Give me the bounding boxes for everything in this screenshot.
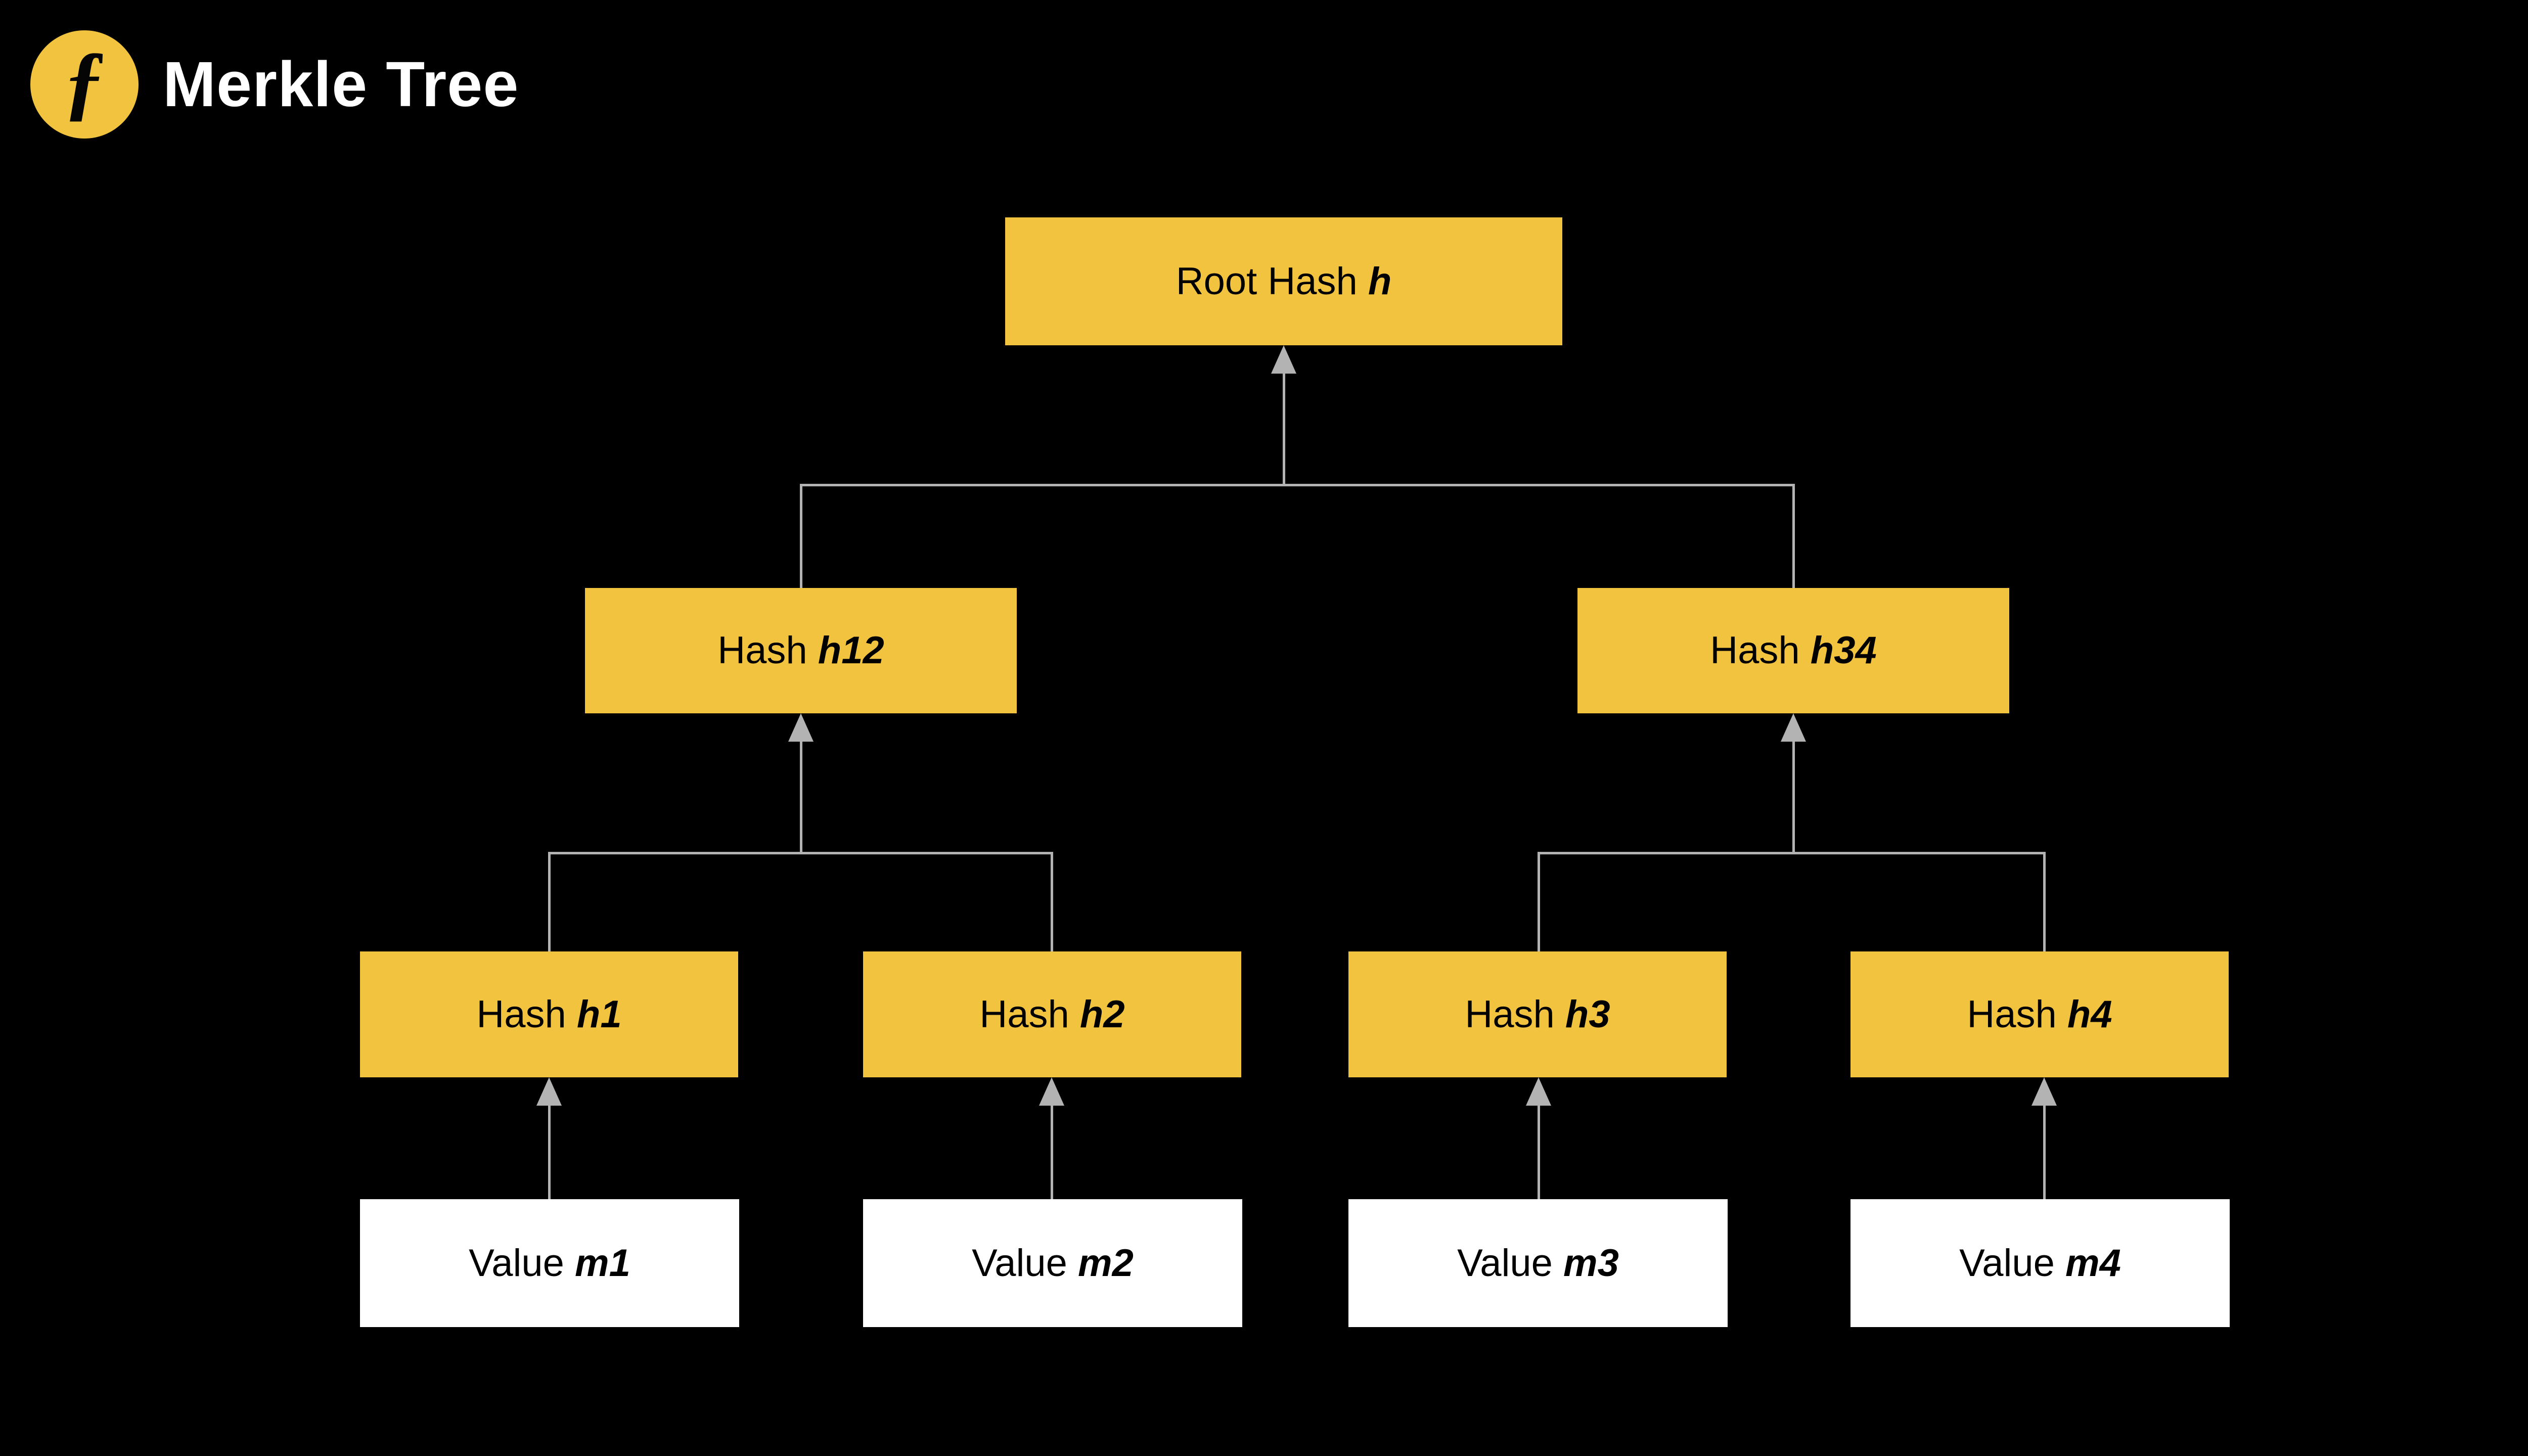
connector-m2-to-h2 <box>1051 1105 1053 1201</box>
connector-drop-h1 <box>548 852 551 951</box>
page-title: Merkle Tree <box>163 49 519 120</box>
connector-bus-level1 <box>801 484 1794 486</box>
node-hash-h12-label: Hash h12 <box>717 629 884 672</box>
connector-drop-h2 <box>1051 852 1053 951</box>
node-value-m3-label: Value m3 <box>1457 1241 1619 1285</box>
arrow-to-h3 <box>1526 1077 1551 1106</box>
arrow-to-h2 <box>1039 1077 1064 1106</box>
arrow-to-h12 <box>788 713 814 742</box>
connector-root-stem <box>1283 372 1285 485</box>
node-hash-h12[interactable]: Hash h12 <box>585 588 1017 713</box>
arrow-to-h1 <box>536 1077 562 1106</box>
node-value-m4-label: Value m4 <box>1959 1241 2121 1285</box>
arrow-to-h4 <box>2032 1077 2057 1106</box>
node-hash-h3-label: Hash h3 <box>1465 992 1610 1036</box>
connector-drop-h4 <box>2043 852 2046 951</box>
node-hash-h1[interactable]: Hash h1 <box>360 951 738 1077</box>
slide-header: ƒ Merkle Tree <box>30 30 519 139</box>
node-value-m2[interactable]: Value m2 <box>863 1199 1242 1327</box>
logo-glyph: ƒ <box>63 34 106 128</box>
node-hash-h34-label: Hash h34 <box>1710 629 1877 672</box>
connector-m3-to-h3 <box>1538 1105 1540 1201</box>
connector-drop-h12 <box>800 484 802 588</box>
node-value-m2-label: Value m2 <box>972 1241 1134 1285</box>
node-root-hash[interactable]: Root Hash h <box>1005 217 1562 345</box>
node-root-hash-label: Root Hash h <box>1176 259 1392 303</box>
node-hash-h1-label: Hash h1 <box>476 992 622 1036</box>
connector-m1-to-h1 <box>548 1105 551 1201</box>
node-value-m4[interactable]: Value m4 <box>1850 1199 2230 1327</box>
node-value-m3[interactable]: Value m3 <box>1348 1199 1728 1327</box>
node-hash-h34[interactable]: Hash h34 <box>1577 588 2009 713</box>
connector-drop-h34 <box>1792 484 1795 588</box>
connector-bus-h34 <box>1538 852 2045 854</box>
node-value-m1-label: Value m1 <box>469 1241 630 1285</box>
node-value-m1[interactable]: Value m1 <box>360 1199 739 1327</box>
connector-drop-h3 <box>1538 852 1540 951</box>
connector-h34-stem <box>1792 740 1795 853</box>
filecoin-f-logo-icon: ƒ <box>30 30 139 139</box>
node-hash-h4[interactable]: Hash h4 <box>1850 951 2229 1077</box>
arrow-to-root <box>1271 345 1296 374</box>
node-hash-h2-label: Hash h2 <box>979 992 1125 1036</box>
arrow-to-h34 <box>1781 713 1806 742</box>
node-hash-h4-label: Hash h4 <box>1967 992 2112 1036</box>
node-hash-h2[interactable]: Hash h2 <box>863 951 1241 1077</box>
connector-h12-stem <box>800 740 802 853</box>
connector-m4-to-h4 <box>2043 1105 2046 1201</box>
node-hash-h3[interactable]: Hash h3 <box>1348 951 1727 1077</box>
connector-bus-h12 <box>548 852 1052 854</box>
